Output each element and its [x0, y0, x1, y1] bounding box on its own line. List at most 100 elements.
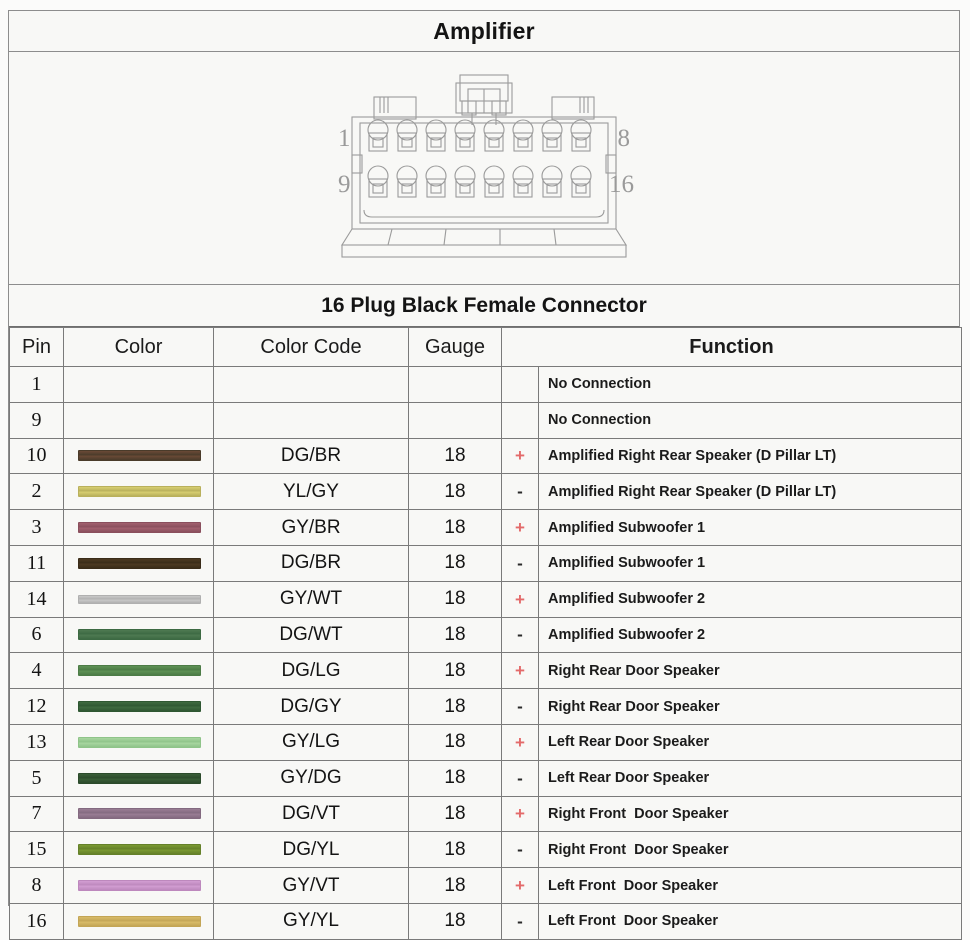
pin-number-cell: 1: [9, 366, 64, 403]
polarity-positive-cell: +: [501, 580, 539, 618]
connector-pin-label-1: 1: [338, 125, 351, 152]
wire-color-swatch: [78, 736, 201, 748]
polarity-negative-cell: -: [501, 544, 539, 582]
function-cell: Amplified Subwoofer 1: [538, 509, 962, 546]
wire-color-cell: [63, 688, 214, 725]
connector-illustration-area: 1 8 9 16: [9, 52, 959, 284]
color-code-cell: DG/YL: [213, 831, 409, 869]
function-cell: Left Front Door Speaker: [538, 867, 962, 904]
wire-color-cell: [63, 401, 214, 439]
wire-color-swatch: [78, 486, 201, 498]
function-cell: Amplified Right Rear Speaker (D Pillar L…: [538, 437, 962, 475]
column-header-color: Color: [63, 327, 214, 367]
wire-color-swatch: [78, 522, 201, 534]
color-code-cell: GY/YL: [213, 902, 409, 940]
pin-number-cell: 11: [9, 544, 64, 582]
function-cell: Amplified Subwoofer 2: [538, 616, 962, 654]
wire-color-cell: [63, 652, 214, 690]
column-header-gauge: Gauge: [408, 327, 502, 367]
gauge-cell: 18: [408, 652, 502, 690]
gauge-cell: [408, 401, 502, 439]
wire-color-cell: [63, 544, 214, 582]
color-code-cell: YL/GY: [213, 473, 409, 511]
wire-color-swatch: [78, 557, 201, 569]
gauge-cell: 18: [408, 795, 502, 833]
color-code-cell: [213, 401, 409, 439]
polarity-cell: [501, 366, 539, 403]
wire-color-swatch: [78, 915, 201, 927]
color-code-cell: GY/VT: [213, 867, 409, 904]
pin-number-cell: 13: [9, 723, 64, 761]
function-cell: Right Front Door Speaker: [538, 831, 962, 869]
color-code-cell: [213, 366, 409, 403]
polarity-negative-cell: -: [501, 688, 539, 725]
color-code-cell: DG/LG: [213, 652, 409, 690]
wire-color-cell: [63, 759, 214, 797]
color-code-cell: DG/VT: [213, 795, 409, 833]
polarity-negative-cell: -: [501, 473, 539, 511]
polarity-positive-cell: +: [501, 723, 539, 761]
polarity-positive-cell: +: [501, 437, 539, 475]
table-header-row: Pin Color Color Code Gauge Function: [9, 327, 962, 367]
gauge-cell: 18: [408, 902, 502, 940]
wire-color-swatch: [78, 880, 201, 892]
gauge-cell: [408, 366, 502, 403]
gauge-cell: 18: [408, 544, 502, 582]
wiring-diagram-page: Amplifier 1 8 9 16: [8, 10, 962, 940]
diagram-title-band: Amplifier: [9, 11, 959, 52]
connector-caption: 16 Plug Black Female Connector: [321, 293, 647, 317]
polarity-positive-cell: +: [501, 652, 539, 690]
column-header-pin: Pin: [9, 327, 64, 367]
color-code-cell: GY/DG: [213, 759, 409, 797]
pin-number-cell: 2: [9, 473, 64, 511]
function-cell: Left Rear Door Speaker: [538, 723, 962, 761]
color-code-cell: GY/LG: [213, 723, 409, 761]
connector-svg: [341, 74, 627, 258]
gauge-cell: 18: [408, 759, 502, 797]
gauge-cell: 18: [408, 616, 502, 654]
polarity-negative-cell: -: [501, 759, 539, 797]
connector-drawing: 1 8 9 16: [334, 73, 634, 263]
pin-number-cell: 7: [9, 795, 64, 833]
wire-color-cell: [63, 867, 214, 904]
connector-pin-label-16: 16: [609, 171, 634, 198]
wire-color-cell: [63, 723, 214, 761]
polarity-negative-cell: -: [501, 831, 539, 869]
pin-number-cell: 5: [9, 759, 64, 797]
function-cell: Amplified Subwoofer 1: [538, 544, 962, 582]
polarity-positive-cell: +: [501, 509, 539, 546]
color-code-cell: DG/BR: [213, 544, 409, 582]
color-code-cell: DG/WT: [213, 616, 409, 654]
wire-color-swatch: [78, 450, 201, 462]
wire-color-swatch: [78, 808, 201, 820]
function-cell: Amplified Subwoofer 2: [538, 580, 962, 618]
connector-pin-label-8: 8: [617, 125, 631, 152]
pin-number-cell: 12: [9, 688, 64, 725]
function-cell: Amplified Right Rear Speaker (D Pillar L…: [538, 473, 962, 511]
wire-color-cell: [63, 366, 214, 403]
polarity-positive-cell: +: [501, 795, 539, 833]
pin-number-cell: 3: [9, 509, 64, 546]
wire-color-cell: [63, 616, 214, 654]
gauge-cell: 18: [408, 437, 502, 475]
pin-number-cell: 4: [9, 652, 64, 690]
wire-color-swatch: [78, 665, 201, 677]
wire-color-swatch: [78, 629, 201, 641]
polarity-cell: [501, 401, 539, 439]
color-code-cell: GY/BR: [213, 509, 409, 546]
wire-color-cell: [63, 831, 214, 869]
pin-number-cell: 6: [9, 616, 64, 654]
wire-color-cell: [63, 473, 214, 511]
